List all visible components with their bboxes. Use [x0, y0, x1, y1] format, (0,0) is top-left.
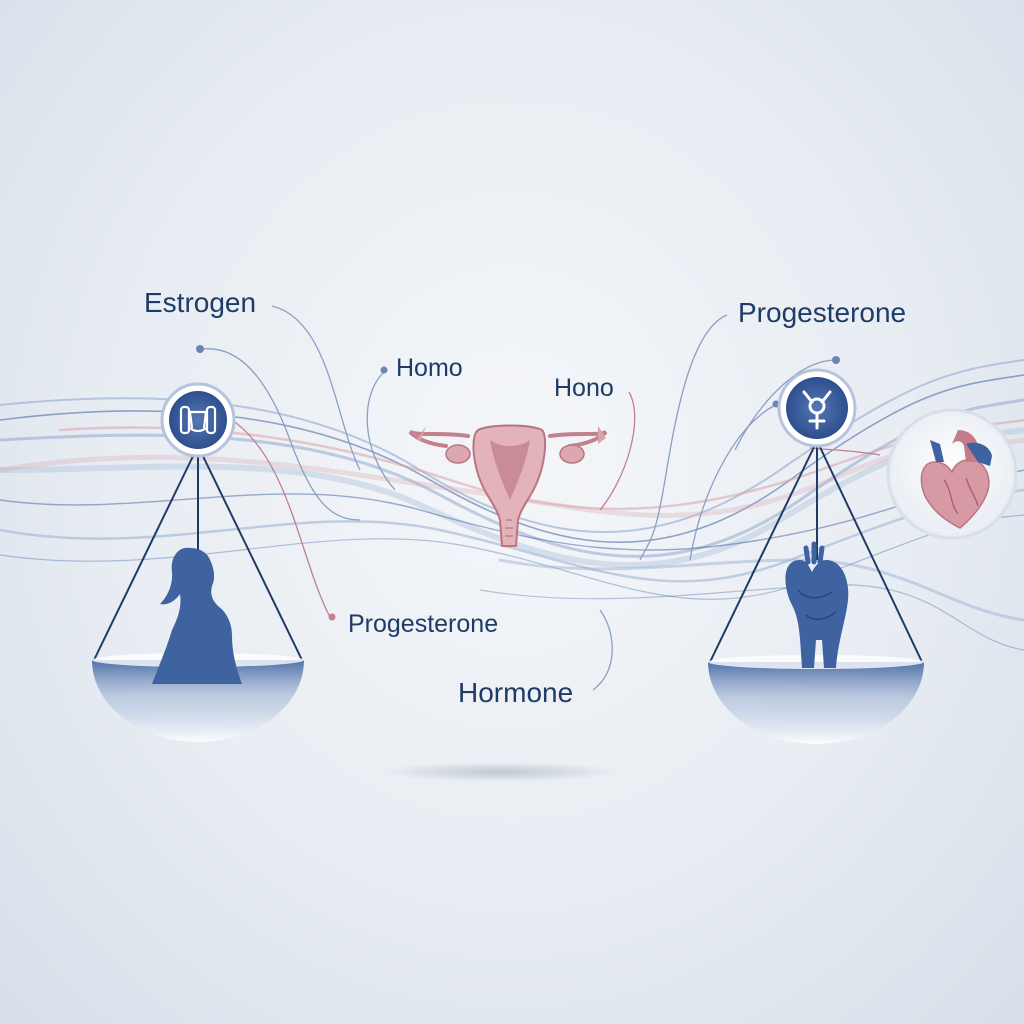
venus-mercury-symbol-icon	[802, 390, 832, 430]
right-badge	[786, 377, 848, 439]
right-scale	[708, 368, 924, 744]
heart-icon	[785, 541, 849, 668]
label-hormone: Hormone	[458, 677, 573, 708]
right-pan	[708, 662, 924, 744]
label-progesterone-bottom: Progesterone	[348, 610, 498, 638]
uterus-icon	[408, 424, 608, 547]
heart-circle	[886, 408, 1018, 540]
left-scale	[92, 382, 304, 742]
left-badge	[169, 391, 227, 449]
label-progesterone-top: Progesterone	[738, 297, 906, 328]
body-scan-icon	[179, 405, 217, 435]
label-homo: Homo	[396, 354, 463, 382]
heart-icon	[920, 430, 992, 529]
left-pan	[92, 660, 304, 742]
woman-silhouette-icon	[152, 547, 242, 684]
label-hono: Hono	[554, 374, 614, 402]
leader-lines	[201, 305, 881, 691]
label-estrogen: Estrogen	[144, 287, 256, 318]
floor-shadow	[380, 762, 620, 782]
